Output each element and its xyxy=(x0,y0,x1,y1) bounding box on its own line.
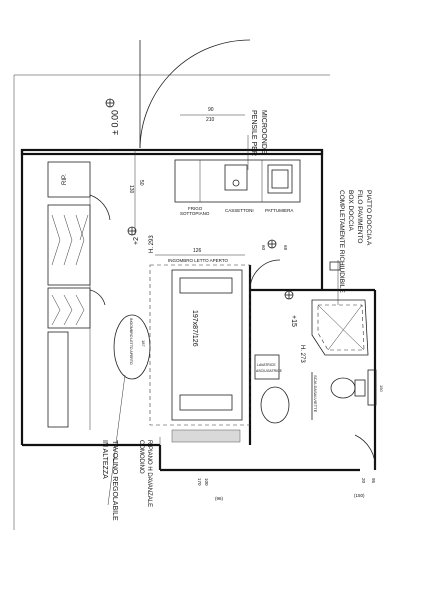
pattumiera-label: PATTUMIERA xyxy=(265,208,293,213)
cooktop xyxy=(224,164,248,191)
level-marker-4 xyxy=(284,290,294,300)
shower-tray xyxy=(311,299,369,356)
ingombro2-label: INGOMBRO LETTO APERTO xyxy=(129,318,133,365)
storage-rip xyxy=(47,161,91,198)
wardrobe-door-arc xyxy=(89,289,106,306)
shower-diag xyxy=(327,304,363,351)
piatto-label: PIATTO DOCCIA A xyxy=(365,190,372,246)
plus2-label: +2 xyxy=(133,237,140,245)
box-label: BOX DOCCIA xyxy=(347,190,354,231)
door-stop xyxy=(97,148,111,151)
scaldasalviette-label: SCALDASALVIETTE xyxy=(313,375,318,413)
dim-150: (150) xyxy=(354,493,365,498)
washer xyxy=(254,354,280,380)
dim-60: 60 xyxy=(261,245,266,251)
asciugatrice-label: ASCIUGATRICE xyxy=(256,369,283,373)
dim-68: 68 xyxy=(283,245,288,251)
wardrobe-lower xyxy=(47,287,91,329)
hangers xyxy=(51,294,85,326)
pensile-label: PENSILE PER xyxy=(250,110,257,156)
bed-open-footprint xyxy=(149,264,251,426)
kitchen-counter xyxy=(174,159,301,203)
door-arc-main xyxy=(139,39,251,149)
burner xyxy=(232,179,240,187)
bath-window-arc xyxy=(354,434,376,471)
rip-label: RIP. xyxy=(62,174,68,185)
level-marker-3 xyxy=(267,239,277,249)
tavolino-ellipse xyxy=(113,314,151,380)
sottopiano-label: SOTTOPIANO xyxy=(180,211,210,216)
microonde-label: MICROONDE xyxy=(260,110,267,154)
wardrobe-door-arc xyxy=(89,194,111,221)
sink-bowl xyxy=(271,169,289,189)
dim-95: 95 xyxy=(371,478,376,484)
altezza-label: IN ALTEZZA xyxy=(101,440,108,479)
ripiano-label: RIPIANO H DAVANZALE xyxy=(146,440,152,507)
pillow xyxy=(179,277,233,294)
cassettoni-label: CASSETTONI xyxy=(225,208,254,213)
comodino-label: COMODINO xyxy=(138,440,144,474)
washbasin xyxy=(260,386,290,424)
toilet xyxy=(330,377,356,399)
bed xyxy=(171,269,243,421)
ripiano-h-davanzale xyxy=(171,429,241,443)
leader xyxy=(107,374,126,506)
level-marker-main xyxy=(105,98,115,108)
pillow xyxy=(179,394,233,411)
level-marker-2 xyxy=(127,226,137,236)
dim-90: 90 xyxy=(208,107,214,113)
tavolino-label: TAVOLINO REGOLABILE xyxy=(111,440,118,521)
dim-20: 20 xyxy=(361,478,366,484)
dim-150b: 150 xyxy=(379,385,384,392)
lavatrice-label: LAVATRICE xyxy=(257,363,276,367)
shower-inner xyxy=(317,304,365,351)
bed-label: 197x87/126 xyxy=(191,310,198,347)
dim-187: 187 xyxy=(141,340,146,347)
dim-130: 130 xyxy=(128,185,134,194)
plus15-label: +15 xyxy=(290,315,297,327)
dim-100: 100 xyxy=(204,478,209,486)
h293-label: H. 293 xyxy=(149,235,155,253)
wall-top xyxy=(20,148,324,156)
window xyxy=(367,369,377,406)
cabinet xyxy=(47,331,69,428)
dim-210: 210 xyxy=(206,117,215,123)
filo-label: FILO PAVIMENTO xyxy=(356,190,363,243)
h273-label: H. 273 xyxy=(299,345,305,363)
wardrobe-upper xyxy=(47,204,91,286)
dim-170: 170 xyxy=(197,478,202,486)
level-main-label: ± 0.00 xyxy=(110,110,120,135)
dim-50: 50 xyxy=(138,180,144,186)
bath-door-arc xyxy=(249,259,281,291)
richiudibile-label: COMPLETAMENTE RICHIUDIBILE xyxy=(338,190,345,293)
sink xyxy=(267,164,293,194)
toilet-tank xyxy=(354,379,366,397)
ingombro-label: INGOMBRO LETTO APERTO xyxy=(168,258,229,263)
shower-diag xyxy=(317,304,365,351)
dim-126: 126 xyxy=(193,248,202,254)
hangers xyxy=(51,214,89,266)
dim-96: (96) xyxy=(215,496,224,501)
frigo-label: FRIGO xyxy=(188,206,203,211)
doccia-fixture xyxy=(329,261,341,271)
